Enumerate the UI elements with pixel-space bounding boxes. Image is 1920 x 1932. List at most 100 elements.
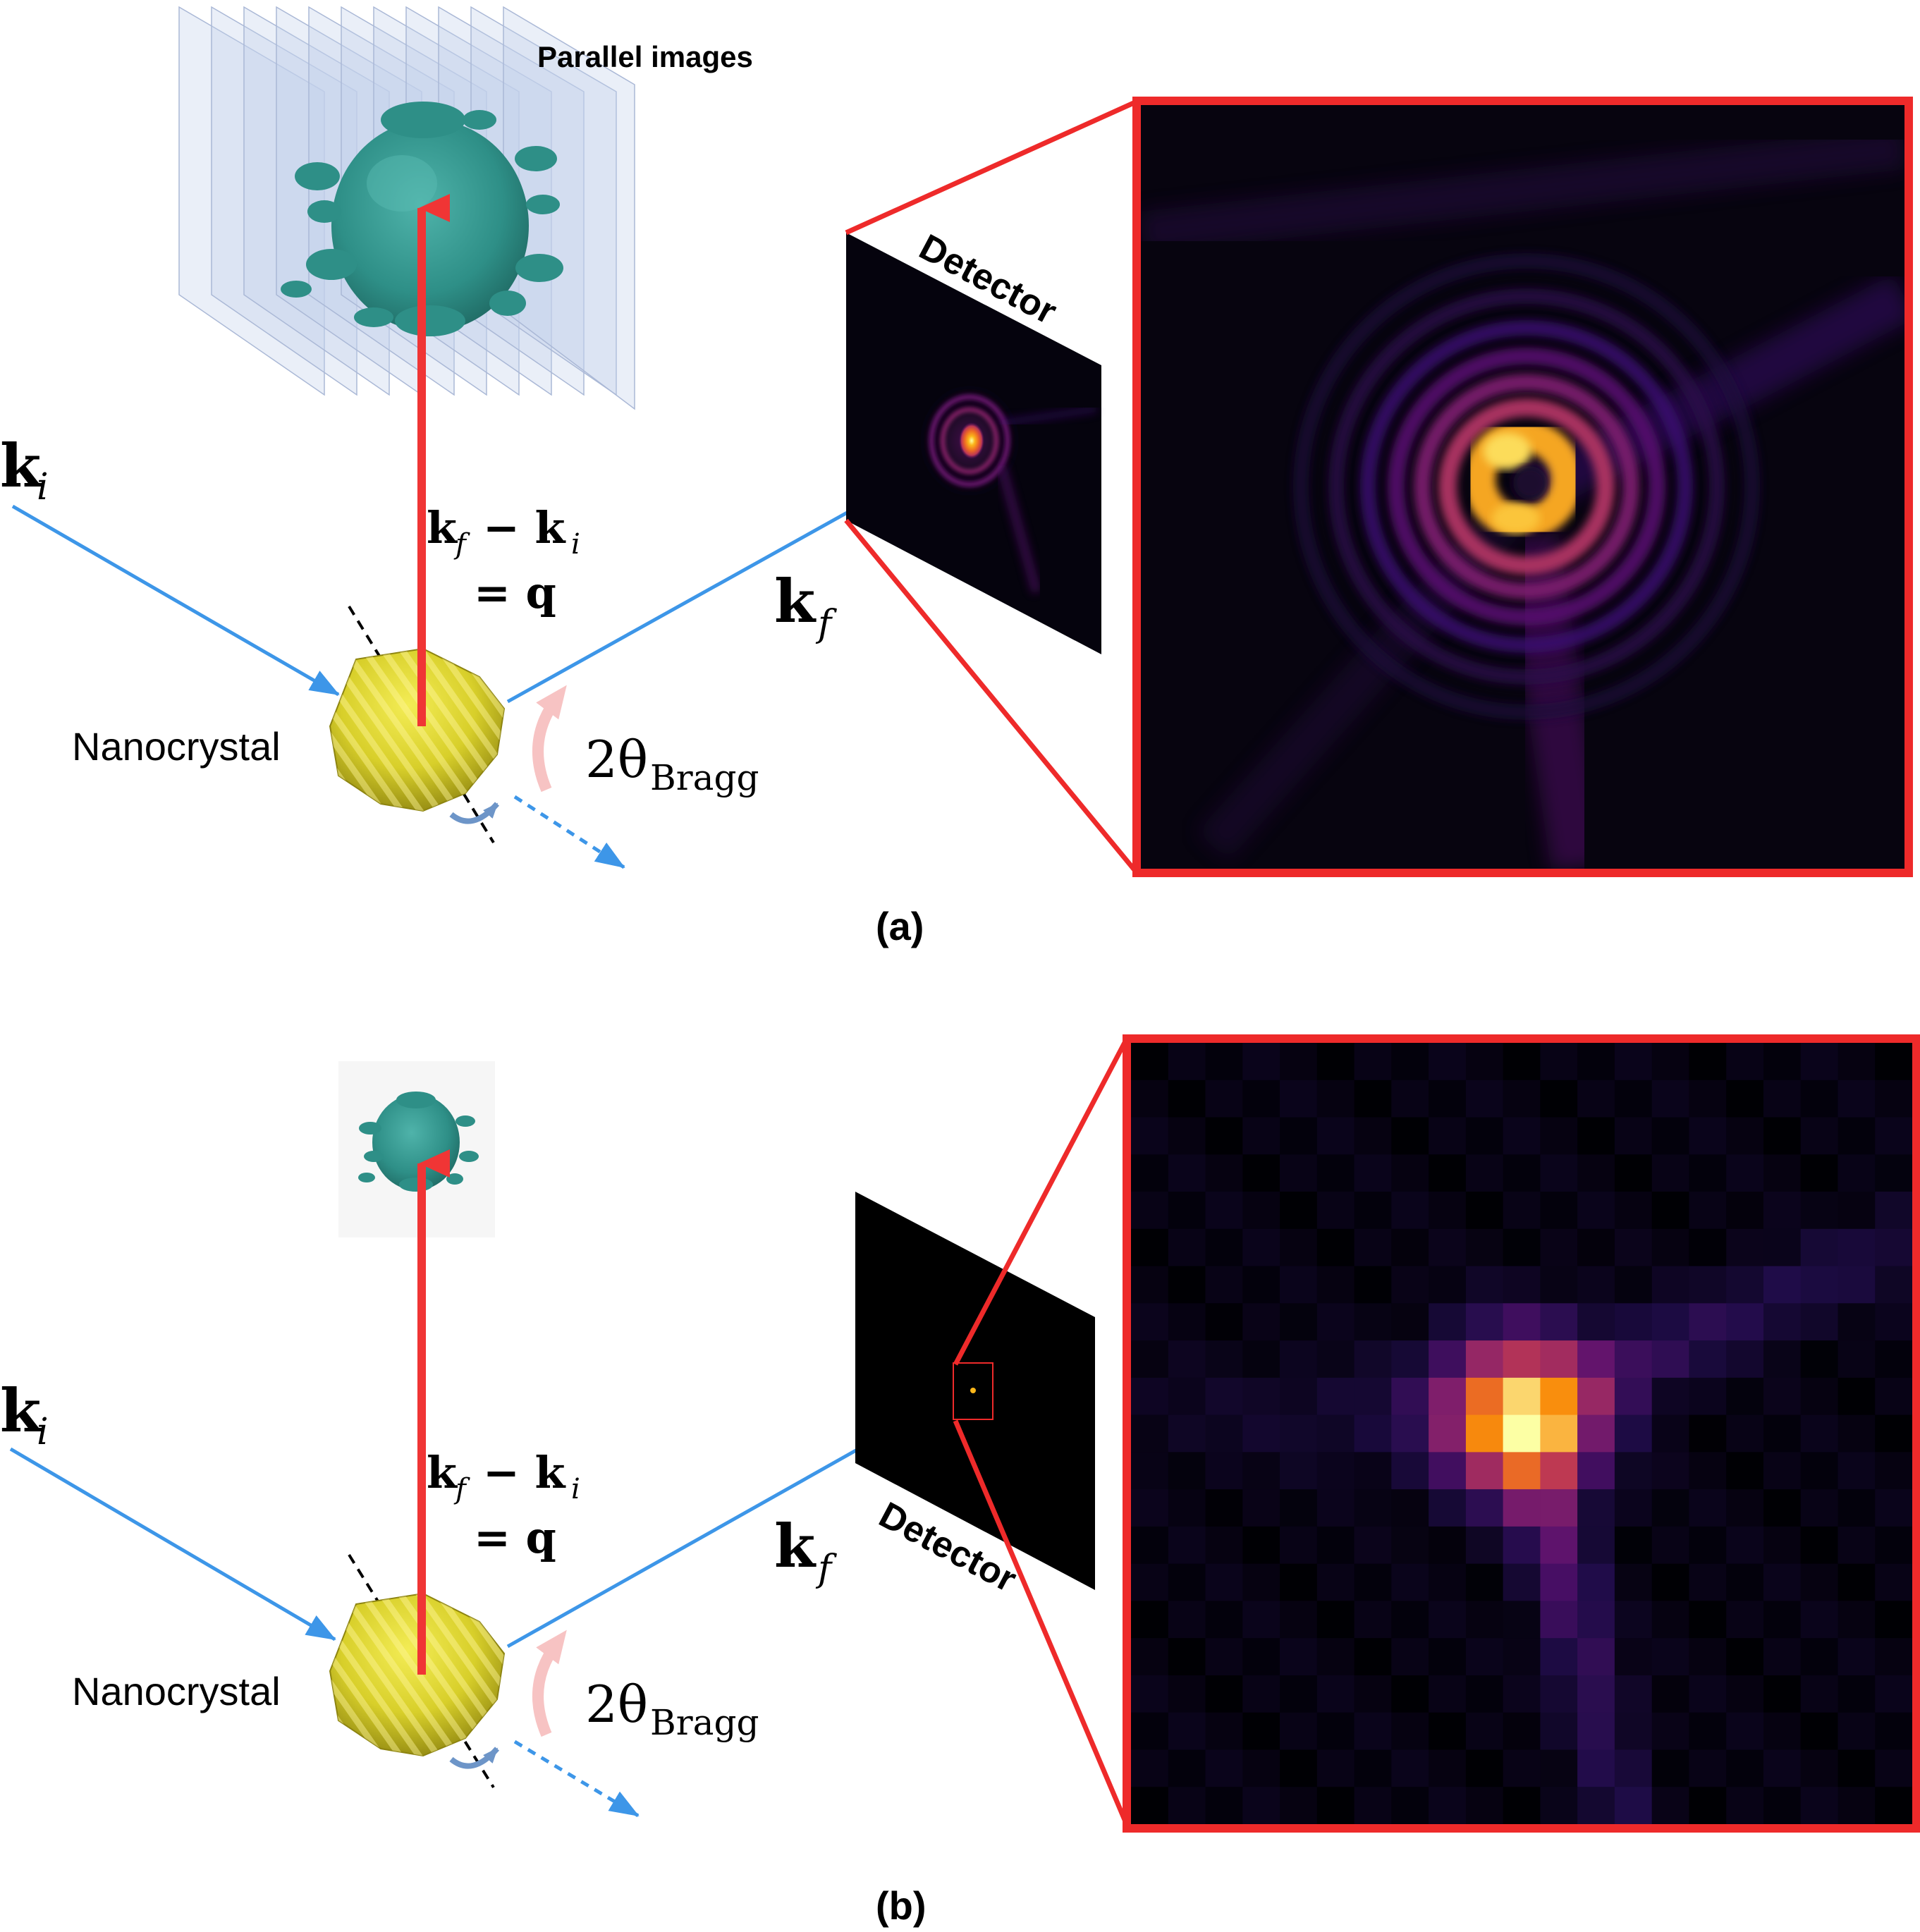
pixel-cell [1168, 1154, 1206, 1192]
pixel-cell [1540, 1749, 1578, 1787]
pixel-cell [1689, 1303, 1727, 1341]
pixel-cell [1354, 1601, 1392, 1639]
bragg-angle-label-b: 2θ Bragg [585, 1675, 759, 1743]
pixel-cell [1316, 1452, 1355, 1490]
pixel-cell [1614, 1787, 1653, 1825]
pixel-cell [1689, 1638, 1727, 1676]
pixel-cell [1763, 1117, 1802, 1155]
pixel-cell [1689, 1675, 1727, 1713]
pixel-cell [1651, 1749, 1690, 1787]
pixel-cell [1726, 1228, 1764, 1267]
pixel-cell [1429, 1228, 1467, 1267]
pixel-cell [1354, 1414, 1392, 1453]
pixel-cell [1465, 1117, 1504, 1155]
pixel-cell [1577, 1452, 1615, 1490]
pixel-cell [1838, 1638, 1876, 1676]
pixel-cell [1726, 1414, 1764, 1453]
pixel-cell [1577, 1117, 1615, 1155]
pixel-cell [1316, 1749, 1355, 1787]
ki-label-a: k i [0, 431, 49, 508]
pixel-cell [1429, 1563, 1467, 1602]
pixel-cell [1391, 1489, 1429, 1527]
pixel-cell [1540, 1712, 1578, 1751]
pixel-cell [1763, 1228, 1802, 1267]
pixel-cell [1391, 1601, 1429, 1639]
pixel-cell [1838, 1117, 1876, 1155]
pixel-cell [1540, 1303, 1578, 1341]
pixel-cell [1838, 1340, 1876, 1378]
pixel-cell [1763, 1154, 1802, 1192]
pixel-cell [1838, 1080, 1876, 1118]
svg-text:k: k [774, 566, 817, 636]
pixel-cell [1875, 1452, 1913, 1490]
pixel-cell [1465, 1452, 1504, 1490]
pixel-cell [1205, 1303, 1243, 1341]
pixel-cell [1503, 1303, 1541, 1341]
pixel-cell [1614, 1526, 1653, 1565]
pixel-cell [1800, 1043, 1839, 1081]
pixel-cell [1503, 1638, 1541, 1676]
pixel-cell [1651, 1787, 1690, 1825]
pixel-cell [1391, 1080, 1429, 1118]
pixel-cell [1726, 1340, 1764, 1378]
pixel-cell [1838, 1749, 1876, 1787]
pixel-cell [1316, 1563, 1355, 1602]
pixel-cell [1429, 1266, 1467, 1304]
pixel-cell [1168, 1749, 1206, 1787]
pixel-cell [1205, 1043, 1243, 1081]
pixel-cell [1503, 1154, 1541, 1192]
pixel-cell [1614, 1489, 1653, 1527]
pixel-cell [1726, 1638, 1764, 1676]
pixel-cell [1280, 1452, 1318, 1490]
pixel-cell [1131, 1080, 1169, 1118]
pixel-cell [1242, 1377, 1280, 1416]
transmitted-beam-arrow [513, 795, 625, 869]
pixel-cell [1614, 1303, 1653, 1341]
pixel-cell [1242, 1749, 1280, 1787]
pixel-cell [1875, 1787, 1913, 1825]
pixel-cell [1875, 1154, 1913, 1192]
nanocrystal-label-a: Nanocrystal [72, 724, 281, 769]
pixel-cell [1391, 1563, 1429, 1602]
pixel-cell [1838, 1712, 1876, 1751]
pixel-cell [1614, 1117, 1653, 1155]
pixel-cell [1577, 1154, 1615, 1192]
pixel-cell [1540, 1117, 1578, 1155]
pixel-cell [1280, 1154, 1318, 1192]
pixel-cell [1316, 1117, 1355, 1155]
pixel-cell [1429, 1340, 1467, 1378]
pixel-cell [1651, 1712, 1690, 1751]
pixel-cell [1316, 1601, 1355, 1639]
pixel-cell [1726, 1787, 1764, 1825]
pixel-cell [1242, 1043, 1280, 1081]
pixel-cell [1726, 1601, 1764, 1639]
pixel-cell [1131, 1452, 1169, 1490]
pixel-cell [1800, 1414, 1839, 1453]
pixel-cell [1465, 1638, 1504, 1676]
pixel-cell [1168, 1787, 1206, 1825]
svg-text:i: i [571, 528, 580, 561]
pixel-cell [1391, 1192, 1429, 1230]
pixel-cell [1540, 1266, 1578, 1304]
pixel-cell [1875, 1489, 1913, 1527]
pixel-cell [1354, 1489, 1392, 1527]
pixel-cell [1354, 1712, 1392, 1751]
parallel-images-label: Parallel images [537, 40, 753, 73]
pixel-cell [1242, 1414, 1280, 1453]
pixel-cell [1838, 1192, 1876, 1230]
pixel-cell [1316, 1489, 1355, 1527]
pixel-cell [1800, 1563, 1839, 1602]
pixel-cell [1205, 1377, 1243, 1416]
pixel-cell [1465, 1080, 1504, 1118]
pixel-cell [1280, 1377, 1318, 1416]
pixel-cell [1689, 1043, 1727, 1081]
pixel-cell [1763, 1340, 1802, 1378]
pixel-cell [1242, 1563, 1280, 1602]
pixel-cell [1540, 1563, 1578, 1602]
pixel-cell [1168, 1638, 1206, 1676]
pixel-cell [1131, 1414, 1169, 1453]
pixel-cell [1503, 1228, 1541, 1267]
pixel-cell [1577, 1228, 1615, 1267]
pixel-cell [1280, 1192, 1318, 1230]
